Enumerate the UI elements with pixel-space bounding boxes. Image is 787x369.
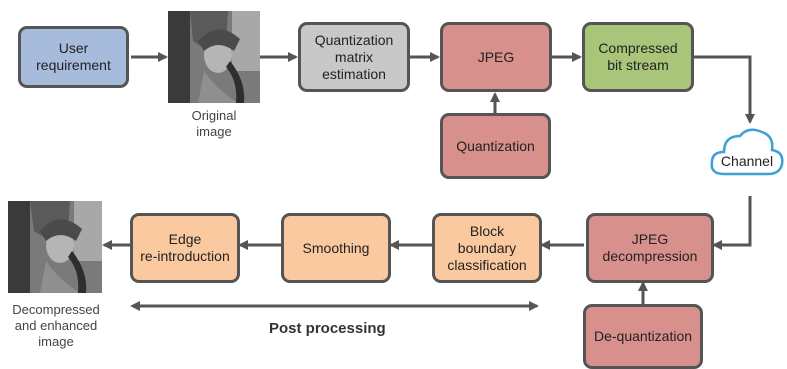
block-boundary-classification-box: Block boundary classification	[432, 213, 542, 283]
original-image-caption: Original image	[191, 108, 237, 139]
original-image-thumbnail	[168, 11, 260, 103]
user-requirement-box: User requirement	[18, 26, 129, 88]
edge-reintroduction-box: Edge re-introduction	[130, 213, 240, 283]
jpeg-decompression-box: JPEG decompression	[586, 213, 714, 283]
jpeg-box: JPEG	[440, 22, 552, 92]
de-quantization-box: De-quantization	[583, 304, 703, 369]
arrow-compressed-to-channel	[694, 55, 755, 124]
decompressed-image-caption: Decompressed and enhanced image	[12, 302, 100, 349]
quantization-box: Quantization	[440, 113, 551, 179]
cloud-icon	[710, 128, 784, 176]
post-processing-label: Post processing	[269, 320, 386, 337]
photo-thumbnail-icon	[8, 201, 102, 293]
quantization-matrix-estimation-box: Quantization matrix estimation	[298, 22, 410, 92]
channel-label: Channel	[720, 153, 774, 169]
compressed-bit-stream-box: Compressed bit stream	[582, 22, 694, 92]
decompressed-image-thumbnail	[8, 201, 102, 293]
photo-thumbnail-icon	[168, 11, 260, 103]
arrow-channel-to-decompression	[712, 196, 752, 250]
smoothing-box: Smoothing	[281, 213, 391, 283]
